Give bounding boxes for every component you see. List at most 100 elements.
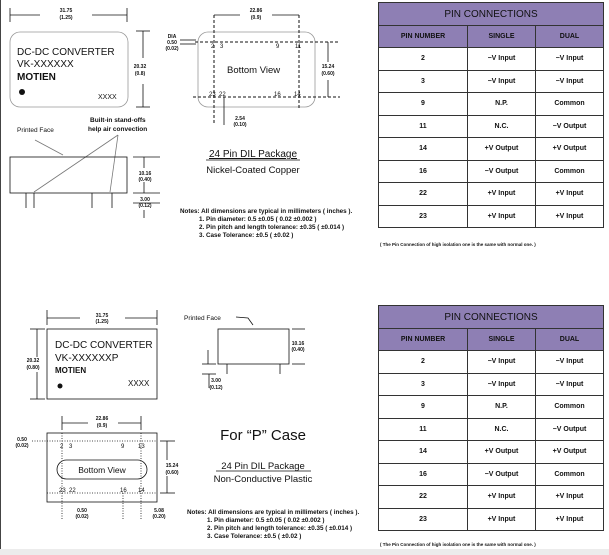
- pin-label: 3: [69, 444, 73, 450]
- dim-standoff: 3.00: [140, 197, 150, 203]
- table-cell: +V Input: [534, 485, 605, 509]
- table-cell: Common: [534, 395, 605, 419]
- table-cell: −V Output: [534, 114, 605, 138]
- table-cell: +V Input: [467, 182, 536, 206]
- bottom-view-label: Bottom View: [78, 465, 126, 475]
- pin-label: 22: [69, 488, 76, 494]
- dim-height-in: (0.80): [26, 365, 39, 371]
- pin-label: 16: [120, 488, 127, 494]
- table-cell: +V Input: [467, 204, 536, 228]
- table-row: 3−V Input−V Input: [378, 372, 605, 396]
- column-header: DUAL: [534, 25, 605, 48]
- table-cell: +V Output: [534, 440, 605, 464]
- pin-label: 11: [295, 44, 302, 50]
- table-row: 14+V Output+V Output: [378, 137, 605, 161]
- dim-width-in: (1.25): [95, 319, 108, 325]
- dim-row-in: (0.60): [321, 71, 334, 77]
- case-text-1: DC-DC CONVERTER: [55, 340, 153, 351]
- table-note: ( The Pin Connection of high isolation o…: [380, 242, 536, 247]
- dim-pitch-width-in: (0.9): [97, 423, 108, 429]
- dim-pitch-width: 22.86: [250, 8, 263, 14]
- table-cell: 16: [378, 159, 468, 183]
- table-row: 3−V Input−V Input: [378, 69, 605, 93]
- pin-label: 14: [294, 92, 301, 98]
- table-cell: −V Output: [467, 159, 536, 183]
- note-line: Notes: All dimensions are typical in mil…: [187, 509, 360, 516]
- dim-thickness: 10.16: [292, 341, 305, 347]
- column-header: SINGLE: [467, 25, 536, 48]
- table-cell: 22: [378, 485, 468, 509]
- table-row: 23+V Input+V Input: [378, 204, 605, 228]
- brand-logo: MOTIEN: [55, 366, 86, 375]
- dim-pin-diameter: 0.50: [77, 508, 87, 514]
- note-line: 2. Pin pitch and length tolerance: ±0.35…: [199, 224, 344, 231]
- package-material: Nickel-Coated Copper: [206, 165, 299, 176]
- table-note: ( The Pin Connection of high isolation o…: [380, 542, 536, 547]
- table-cell: −V Input: [534, 47, 605, 71]
- table-row: 2−V Input−V Input: [378, 47, 605, 71]
- dim-standoff: 3.00: [211, 378, 221, 384]
- dim-width-in: (1.25): [59, 15, 72, 21]
- pin-label: 13: [138, 444, 145, 450]
- note-line: 3. Case Tolerance: ±0.5 ( ±0.02 ): [207, 533, 301, 540]
- table-cell: 14: [378, 137, 468, 161]
- top-side-view: Printed Face Built-in stand-offs help ai…: [9, 117, 160, 218]
- p-case-front-view: 31.75 (1.25) DC-DC CONVERTER VK-XXXXXXP …: [26, 310, 158, 400]
- table-row: 22+V Input+V Input: [378, 485, 605, 509]
- dim-dia: 0.50: [167, 40, 177, 46]
- dim-width: 31.75: [60, 8, 73, 14]
- package-title: 24 Pin DIL Package: [221, 461, 305, 472]
- table-cell: Common: [534, 92, 605, 116]
- dim-width: 31.75: [96, 313, 109, 319]
- case-text-2: VK-XXXXXX: [17, 59, 74, 70]
- column-header: DUAL: [534, 328, 605, 351]
- table-cell: N.C.: [467, 417, 536, 441]
- dim-pin-pitch-in: (0.10): [233, 122, 246, 128]
- table-cell: −V Input: [534, 69, 605, 93]
- pin-label: 3: [220, 44, 224, 50]
- table-row: 2−V Input−V Input: [378, 350, 605, 374]
- case-text-2: VK-XXXXXXP: [55, 353, 119, 364]
- pin-label: 22: [219, 92, 226, 98]
- table-cell: −V Output: [534, 417, 605, 441]
- table-cell: 3: [378, 69, 468, 93]
- page-left-edge: [0, 0, 1, 549]
- dim-dia-label: DIA: [168, 34, 177, 40]
- dim-offset: 0.50: [17, 437, 27, 443]
- table-cell: +V Output: [534, 137, 605, 161]
- table-row: 22+V Input+V Input: [378, 182, 605, 206]
- p-case-title: For “P” Case: [220, 427, 306, 444]
- pin-label: 9: [276, 44, 280, 50]
- dim-pitch-width: 22.86: [96, 416, 109, 422]
- dim-thickness: 10.16: [139, 171, 152, 177]
- table-row: 14+V Output+V Output: [378, 440, 605, 464]
- table-cell: +V Output: [467, 137, 536, 161]
- p-case-side-view: Printed Face 10.16 (0.40) 3.00 (0.12): [184, 315, 305, 391]
- printed-face-label: Printed Face: [184, 315, 221, 322]
- dim-pin-pitch: 2.54: [235, 116, 245, 122]
- table-cell: N.P.: [467, 92, 536, 116]
- dim-pitch-width-in: (0.9): [251, 15, 262, 21]
- table-cell: 2: [378, 350, 468, 374]
- pin-label: 2: [60, 444, 64, 450]
- package-title: 24 Pin DIL Package: [209, 149, 297, 160]
- table-cell: 22: [378, 182, 468, 206]
- table-cell: +V Input: [534, 507, 605, 531]
- table-row: 23+V Input+V Input: [378, 507, 605, 531]
- dim-row: 15.24: [166, 463, 179, 469]
- dim-thickness-in: (0.40): [138, 177, 151, 183]
- table-cell: Common: [534, 159, 605, 183]
- pin-label: 16: [274, 92, 281, 98]
- dim-height: 20.32: [27, 358, 40, 364]
- table-cell: +V Input: [534, 204, 605, 228]
- table-cell: −V Input: [534, 350, 605, 374]
- standoffs-label-1: Built-in stand-offs: [90, 117, 146, 124]
- dim-pin-diameter-in: (0.02): [75, 514, 88, 520]
